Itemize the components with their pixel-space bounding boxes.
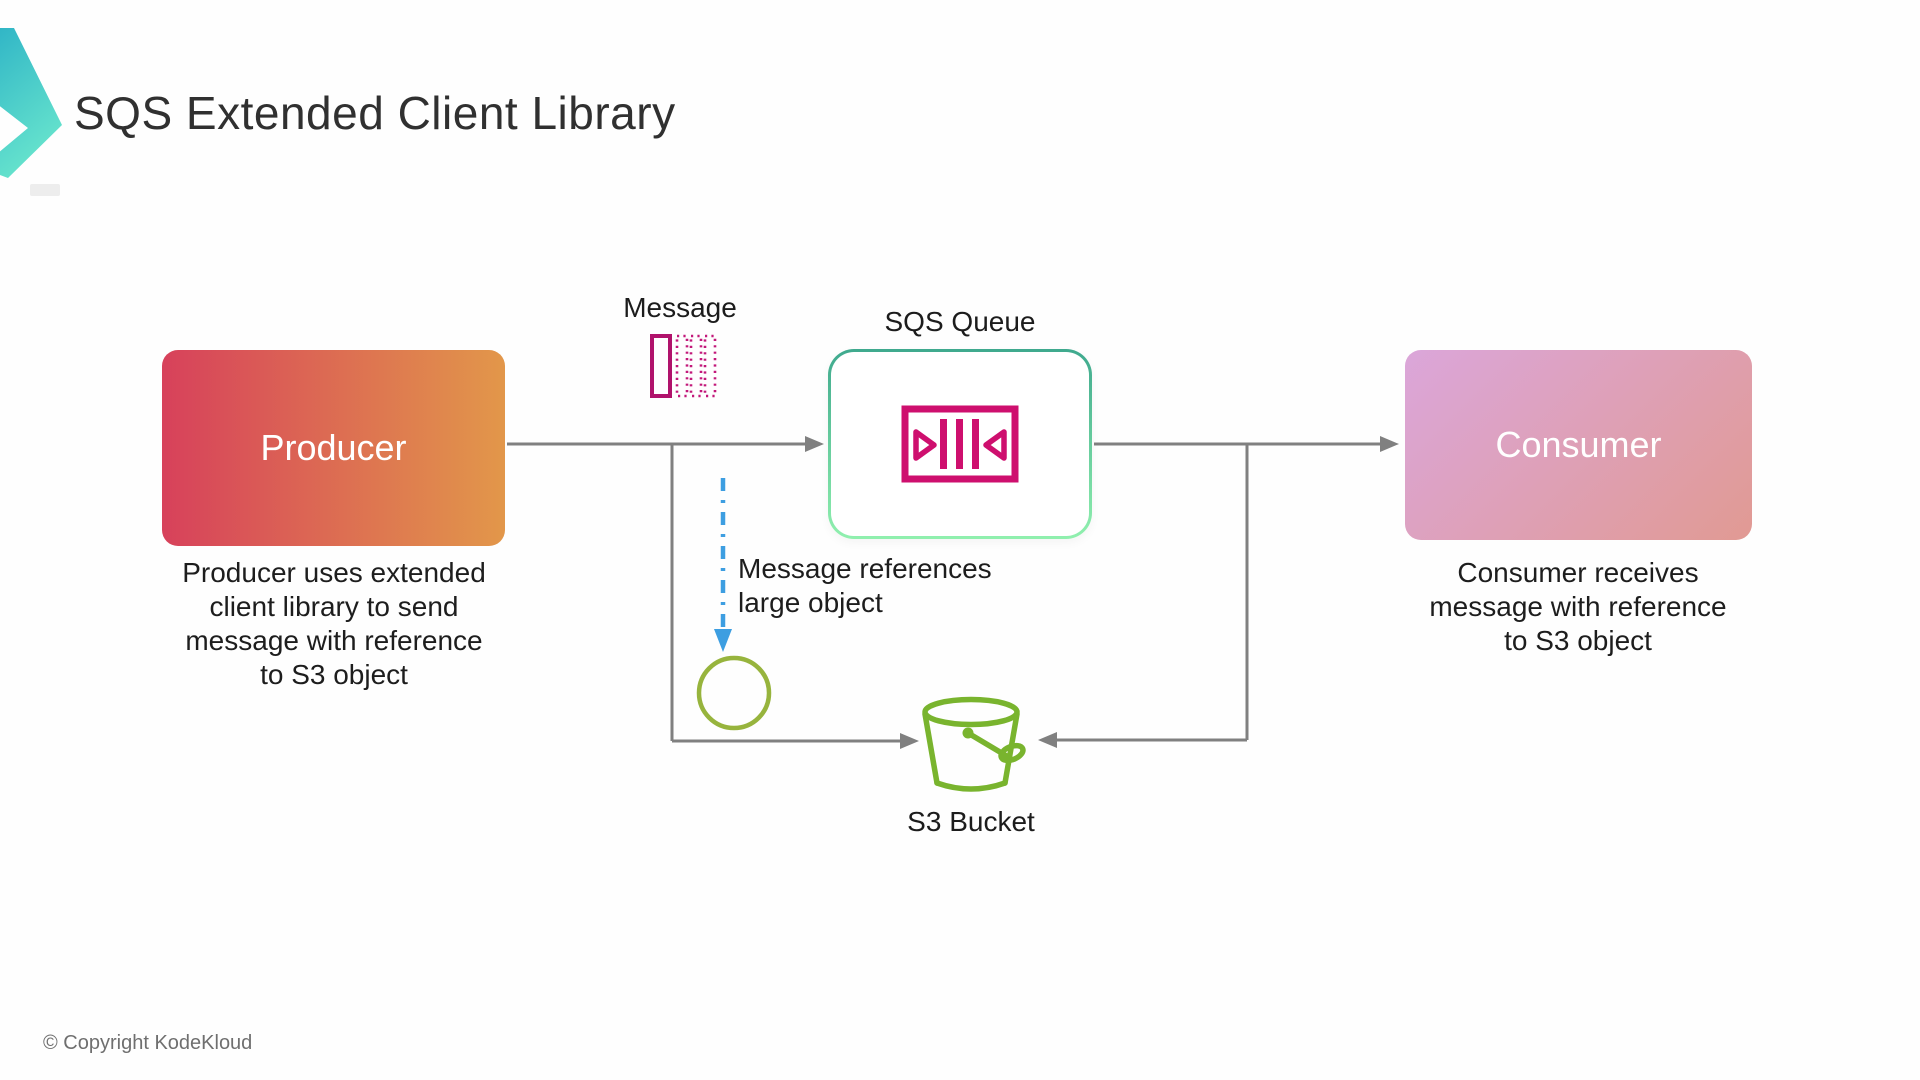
caption-line: to S3 object [1504, 625, 1652, 656]
caption-line: message with reference [185, 625, 483, 656]
page-title: SQS Extended Client Library [74, 87, 676, 139]
sqs-queue-node-inner [831, 352, 1089, 536]
sqs-queue-label: SQS Queue [884, 306, 1036, 337]
message-reference-arrow [714, 478, 732, 652]
annotation-line: Message references [738, 553, 992, 584]
caption-line: client library to send [209, 591, 459, 622]
message-reference-annotation: Message references large object [738, 552, 992, 620]
copyright-text: © Copyright KodeKloud [43, 1032, 253, 1054]
consumer-label: Consumer [1495, 424, 1662, 465]
caption-line: message with reference [1429, 591, 1727, 622]
object-circle-icon [696, 655, 772, 731]
consumer-caption: Consumer receives message with reference… [1388, 556, 1768, 658]
s3-bucket-icon [922, 696, 1026, 792]
producer-label: Producer [260, 427, 407, 468]
annotation-line: large object [738, 587, 883, 618]
sqs-queue-node [828, 349, 1092, 539]
kodekloud-chevron-icon [0, 28, 62, 178]
gray-arrowheads [805, 436, 1399, 749]
s3-bucket-label: S3 Bucket [907, 806, 1035, 837]
producer-node: Producer [162, 350, 505, 546]
caption-line: Consumer receives [1457, 557, 1699, 588]
logo-smudge-decoration [30, 184, 60, 196]
caption-line: to S3 object [260, 659, 408, 690]
queue-message-icon [650, 334, 717, 398]
consumer-node: Consumer [1405, 350, 1752, 540]
gray-connector-lines [507, 442, 1380, 743]
caption-line: Producer uses extended [182, 557, 486, 588]
message-label: Message [623, 292, 737, 323]
sqs-queue-icon [901, 405, 1019, 483]
producer-caption: Producer uses extended client library to… [144, 556, 524, 692]
